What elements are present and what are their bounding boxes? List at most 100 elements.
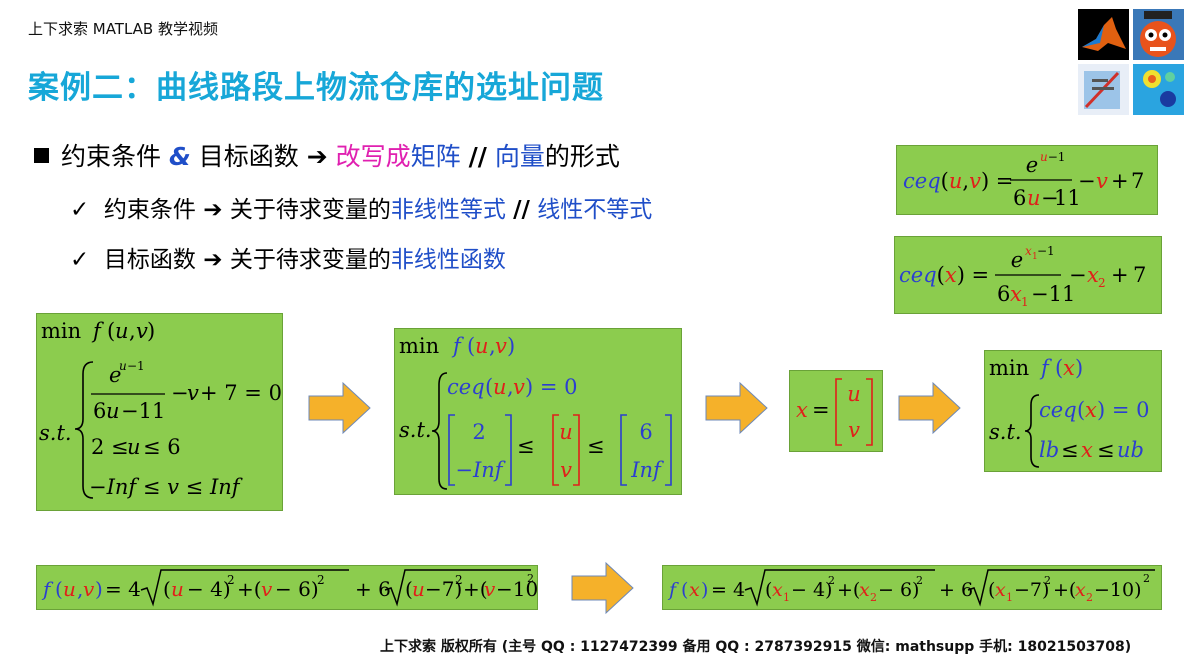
svg-text:7: 7 [1133, 263, 1146, 287]
svg-text:u: u [119, 359, 127, 373]
svg-text:+: + [1111, 169, 1129, 193]
svg-text:2: 2 [472, 420, 485, 444]
arrow-right-icon [704, 380, 770, 440]
svg-text:−11: −11 [121, 399, 165, 423]
svg-text:v: v [513, 375, 525, 399]
svg-text:v: v [560, 458, 572, 482]
svg-text:−: − [1078, 169, 1096, 193]
svg-text:− 4): − 4) [187, 577, 231, 601]
svg-text:v: v [1096, 169, 1108, 193]
svg-text:v: v [83, 577, 95, 601]
svg-text:− 6): − 6) [878, 579, 919, 601]
svg-text:(: ( [681, 579, 688, 601]
svg-text:f: f [1039, 356, 1052, 380]
svg-text:≤: ≤ [517, 434, 535, 458]
arrow-right-icon: ➔ [306, 142, 328, 171]
svg-text:(: ( [163, 577, 171, 601]
cartoon-robot-icon [1133, 9, 1184, 60]
svg-text:−1: −1 [127, 359, 145, 373]
svg-text:x: x [1087, 263, 1099, 287]
svg-text:+ 7 = 0: + 7 = 0 [200, 381, 282, 405]
svg-text:1: 1 [1032, 252, 1038, 262]
check-text-b: 关于待求变量的 [229, 247, 391, 273]
svg-text:=: = [812, 398, 830, 422]
svg-text:s.t.: s.t. [399, 418, 432, 442]
check-text-c: 非线性等式 [390, 197, 506, 223]
svg-text:Inf: Inf [630, 458, 664, 482]
svg-text:) = 0: ) = 0 [1097, 398, 1150, 422]
svg-text:ub: ub [1117, 438, 1144, 462]
formula-objective-uv: f(u,v) = 4 (u− 4)2 +(v− 6)2 + 6 (u−7)2 +… [36, 565, 546, 610]
svg-text:): ) [507, 334, 515, 358]
svg-text:min: min [989, 356, 1029, 380]
ceq-label: ceq [899, 263, 937, 287]
svg-text:11: 11 [1054, 186, 1081, 210]
svg-text:≤ 6: ≤ 6 [143, 435, 181, 459]
bullet-text-tail: 的形式 [544, 142, 620, 171]
matlab-logo-icon [1078, 9, 1129, 60]
check-text-c: 非线性函数 [390, 247, 506, 273]
svg-text:,: , [507, 375, 514, 399]
svg-text:6: 6 [997, 282, 1010, 306]
svg-text:+ 6: + 6 [355, 577, 391, 601]
svg-text:ceq: ceq [447, 375, 485, 399]
page-title: 案例二：曲线路段上物流仓库的选址问题 [28, 70, 604, 106]
svg-text:x: x [1010, 282, 1022, 306]
svg-text:−7): −7) [425, 577, 462, 601]
svg-text:(: ( [405, 577, 413, 601]
svg-text:f: f [451, 334, 464, 358]
svg-text:+ 6: + 6 [939, 579, 973, 601]
svg-text:v: v [261, 577, 273, 601]
svg-text:u: u [493, 375, 507, 399]
svg-text:u: u [475, 334, 489, 358]
svg-text:v: v [136, 319, 148, 343]
svg-text:f: f [667, 579, 679, 601]
svg-text:7: 7 [1131, 169, 1144, 193]
svg-text:1: 1 [783, 591, 790, 604]
svg-text:2: 2 [828, 574, 835, 587]
bullet-text-constraints: 约束条件 [61, 142, 162, 171]
svg-text:e: e [1011, 248, 1023, 272]
svg-text:lb: lb [1039, 438, 1059, 462]
logo-grid [1078, 9, 1184, 115]
svg-text:e: e [109, 363, 121, 387]
svg-text:v: v [848, 418, 860, 442]
ceq-label: ceq [903, 169, 941, 193]
svg-text:−11: −11 [1031, 282, 1075, 306]
arrow-right-icon: ➔ [203, 197, 223, 223]
svg-text:≤: ≤ [1061, 438, 1079, 462]
svg-text:6: 6 [93, 399, 106, 423]
svg-text:,: , [77, 577, 83, 601]
check-line-constraints: ✓ 约束条件 ➔ 关于待求变量的非线性等式 // 线性不等式 [70, 190, 652, 224]
svg-text:s.t.: s.t. [989, 420, 1022, 444]
svg-text:+: + [1111, 263, 1129, 287]
svg-text:1: 1 [1006, 591, 1013, 604]
svg-text:−: − [1041, 186, 1059, 210]
svg-text:x: x [1075, 579, 1086, 601]
svg-text:ceq: ceq [1039, 398, 1077, 422]
svg-text:−: − [171, 381, 189, 405]
svg-text:): ) [95, 577, 103, 601]
svg-text:u: u [847, 382, 861, 406]
svg-text:u: u [115, 319, 129, 343]
check-text-a: 目标函数 [103, 247, 196, 273]
arrow-right-icon [570, 560, 636, 620]
svg-text:(: ( [1077, 398, 1085, 422]
check-text-a: 约束条件 [103, 197, 196, 223]
svg-text:u: u [106, 399, 120, 423]
svg-text:+(: +( [237, 577, 262, 601]
svg-text:e: e [1026, 153, 1038, 177]
arrow-right-icon [897, 380, 963, 440]
svg-text:+(: +( [463, 577, 488, 601]
formula-bounded-problem: min f(u,v) s.t. ceq(u,v) = 0 2 −Inf ≤ u … [394, 328, 682, 495]
svg-text:) = 0: ) = 0 [525, 375, 578, 399]
svg-text:f: f [91, 319, 104, 343]
blueprint-icon [1078, 64, 1129, 115]
svg-text:): ) [701, 579, 708, 601]
svg-text:2: 2 [870, 591, 877, 604]
svg-text:u: u [63, 577, 76, 601]
footer-copyright: 上下求索 版权所有 (主号 QQ : 1127472399 备用 QQ : 27… [380, 639, 1132, 655]
